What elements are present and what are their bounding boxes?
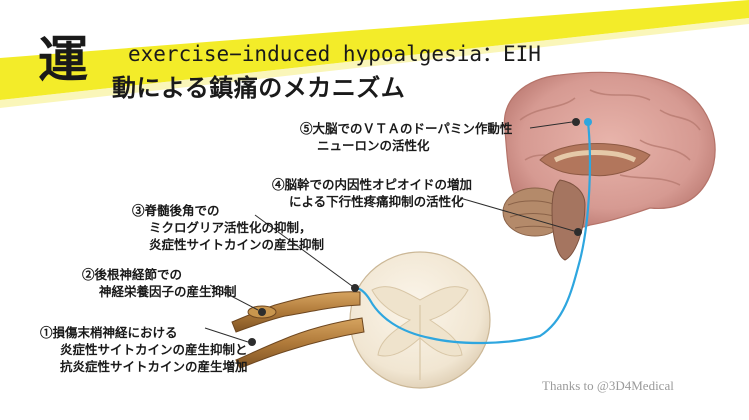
label-2-line-1: ②後根神経節での — [82, 267, 183, 282]
label-2: ②後根神経節での 神経栄養因子の産生抑制 — [82, 266, 237, 300]
label-1: ①損傷末梢神経における 炎症性サイトカインの産生抑制と 抗炎症性サイトカインの産… — [40, 324, 248, 375]
brain-image — [502, 71, 716, 261]
image-credit: Thanks to @3D4Medical — [542, 378, 674, 393]
label-4-line-2: による下行性疼痛抑制の活性化 — [289, 194, 464, 209]
leader-line-1 — [204, 327, 249, 343]
label-4: ④脳幹での内因性オピオイドの増加 による下行性疼痛抑制の活性化 — [272, 176, 472, 210]
leader-line-5 — [529, 121, 573, 129]
label-2-line-2: 神経栄養因子の産生抑制 — [99, 284, 237, 299]
leader-line-2 — [209, 284, 259, 311]
peripheral-nerve-image — [231, 291, 365, 369]
highlight-band-faint — [0, 18, 749, 108]
marker-dot-4 — [574, 228, 582, 236]
marker-dot-5 — [572, 118, 580, 126]
label-3-line-1: ③脊髄後角での — [132, 203, 220, 218]
label-1-line-2: 炎症性サイトカインの産生抑制と — [60, 342, 248, 357]
label-3-line-2: ミクログリア活性化の抑制， — [149, 220, 312, 235]
label-1-line-3: 抗炎症性サイトカインの産生増加 — [60, 359, 248, 374]
label-5-line-2: ニューロンの活性化 — [317, 138, 430, 153]
pain-pathway-line — [354, 121, 592, 345]
label-5: ⑤大脳でのＶＴＡのドーパミン作動性 ニューロンの活性化 — [300, 120, 512, 154]
pathway-end-dot — [584, 118, 592, 126]
title-japanese: 動による鎮痛のメカニズム — [112, 74, 406, 102]
title-english: exercise−induced hypoalgesia：EIH — [128, 42, 541, 66]
label-4-line-1: ④脳幹での内因性オピオイドの増加 — [272, 177, 473, 192]
marker-dot-3 — [351, 284, 359, 292]
label-3-line-3: 炎症性サイトカインの産生抑制 — [149, 237, 325, 252]
label-3: ③脊髄後角での ミクログリア活性化の抑制， 炎症性サイトカインの産生抑制 — [132, 202, 324, 253]
label-5-line-1: ⑤大脳でのＶＴＡのドーパミン作動性 — [300, 121, 513, 136]
highlight-band — [0, 0, 749, 100]
spinal-cord-image — [349, 251, 491, 389]
leader-line-4 — [459, 197, 575, 232]
leader-line-3 — [254, 214, 353, 287]
title-kanji: 運 — [38, 30, 88, 89]
marker-dot-1 — [248, 338, 256, 346]
label-1-line-1: ①損傷末梢神経における — [40, 325, 178, 340]
marker-dot-2 — [258, 308, 266, 316]
